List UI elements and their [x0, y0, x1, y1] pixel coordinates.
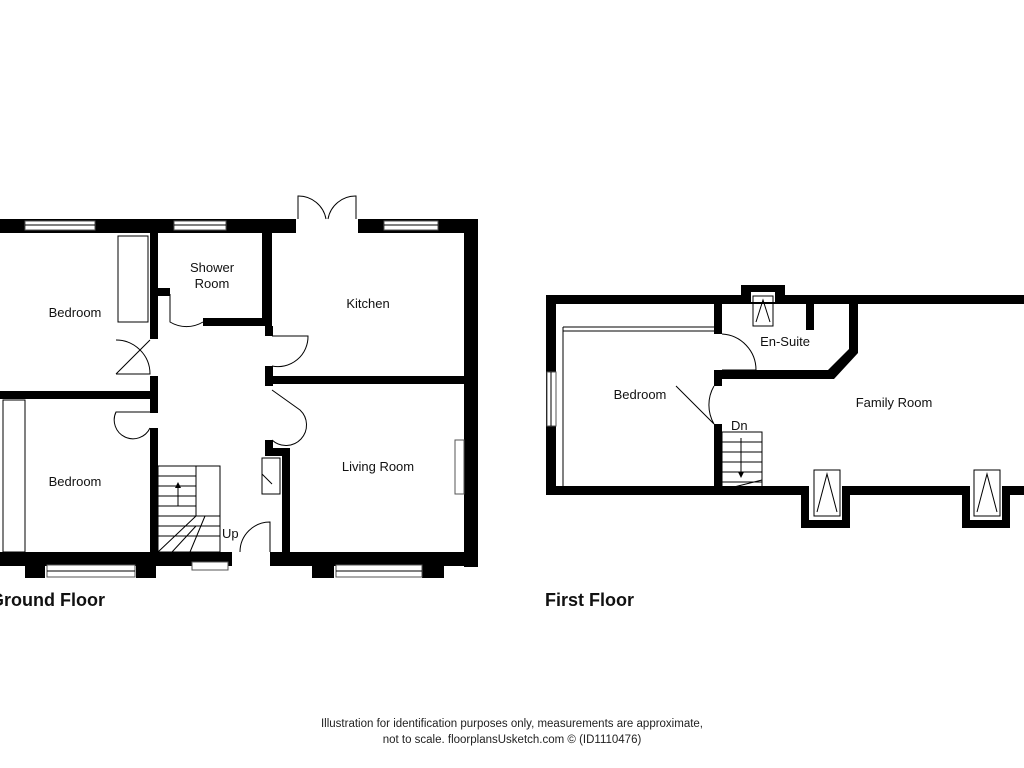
room-label-shower-room: Shower	[190, 260, 235, 275]
room-label-living-room: Living Room	[342, 459, 414, 474]
disclaimer-line-2: not to scale. floorplansUsketch.com © (I…	[382, 734, 642, 746]
interior-wall	[714, 304, 722, 334]
first-staircase	[721, 431, 763, 491]
window	[454, 439, 465, 495]
interior-wall	[150, 233, 158, 339]
rooflight	[813, 469, 841, 517]
french-door-left	[297, 195, 327, 220]
french-door-right	[327, 195, 357, 220]
front-door	[239, 521, 271, 553]
window	[191, 561, 229, 571]
wardrobe	[117, 235, 149, 323]
room-label-family-room: Family Room	[856, 395, 933, 410]
room-label-en-suite: En-Suite	[760, 334, 810, 349]
first-floor-title: First Floor	[545, 590, 634, 610]
ground-floor-plan: Bedroom Bedroom Shower Room Kitchen Livi…	[0, 195, 478, 610]
rooflight	[973, 469, 1001, 517]
ground-top-wall	[0, 219, 478, 233]
stairs-label-up: Up	[222, 526, 239, 541]
disclaimer: Illustration for identification purposes…	[0, 716, 1024, 748]
first-floor-plan: En-Suite Bedroom Family Room Dn First Fl…	[545, 285, 1024, 610]
room-label-bedroom: Bedroom	[49, 305, 102, 320]
ground-staircase	[157, 465, 221, 553]
room-label-bedroom: Bedroom	[49, 474, 102, 489]
first-top-wall	[546, 295, 1024, 304]
ground-floor-title: Ground Floor	[0, 590, 105, 610]
ground-right-wall	[464, 219, 478, 567]
dormer-bay	[801, 486, 850, 528]
room-label-shower-room-2: Room	[195, 276, 230, 291]
first-bottom-wall	[546, 486, 761, 495]
stairs-label-dn: Dn	[731, 418, 748, 433]
room-label-bedroom: Bedroom	[614, 387, 667, 402]
disclaimer-line-1: Illustration for identification purposes…	[320, 718, 704, 730]
wardrobe	[2, 399, 26, 553]
room-label-kitchen: Kitchen	[346, 296, 389, 311]
dormer-bay	[962, 486, 1010, 528]
rooflight	[752, 295, 774, 327]
